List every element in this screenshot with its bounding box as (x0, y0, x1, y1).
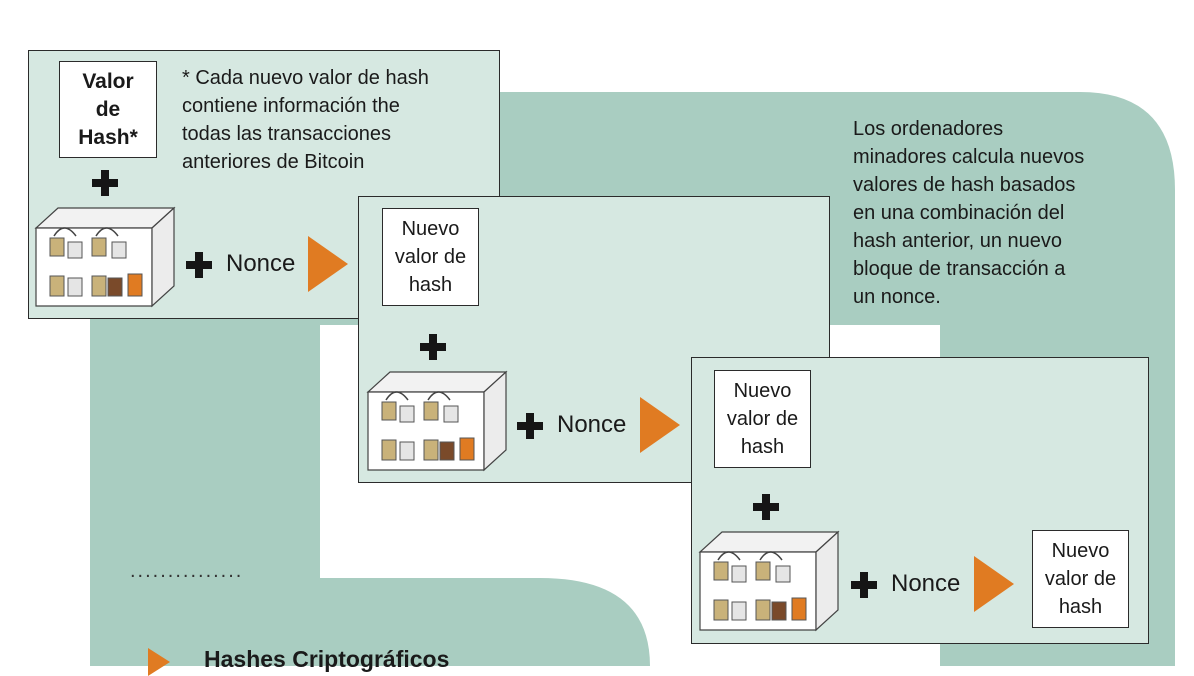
transaction-block-icon (698, 530, 840, 632)
new-hash-label: Nuevo valor de hash (1044, 540, 1117, 618)
initial-hash-label: Valor de Hash* (78, 69, 138, 149)
new-hash-box: Nuevo valor de hash (1032, 530, 1129, 628)
plus-icon (92, 170, 118, 196)
plus-icon (851, 572, 877, 598)
arrow-right-icon (308, 236, 348, 292)
arrow-right-icon (974, 556, 1014, 612)
transaction-block-icon (366, 370, 508, 472)
plus-icon (186, 252, 212, 278)
section-title: Hashes Criptográficos (204, 646, 450, 672)
plus-icon (517, 413, 543, 439)
teal-path-band (90, 92, 1175, 666)
new-hash-label: Nuevo valor de hash (726, 380, 799, 458)
nonce-label: Nonce (891, 570, 961, 597)
new-hash-box: Nuevo valor de hash (714, 370, 811, 468)
dotted-line: ............... (130, 560, 244, 582)
arrow-right-icon (640, 397, 680, 453)
new-hash-label: Nuevo valor de hash (394, 218, 467, 296)
plus-icon (420, 334, 446, 360)
initial-hash-box: Valor de Hash* (59, 61, 157, 158)
footnote-text: * Cada nuevo valor de hash contiene info… (182, 67, 429, 173)
nonce-label: Nonce (226, 250, 296, 277)
arrow-right-icon (148, 648, 170, 676)
new-hash-box: Nuevo valor de hash (382, 208, 479, 306)
plus-icon (753, 494, 779, 520)
nonce-label: Nonce (557, 411, 627, 438)
description-text: Los ordenadores minadores calcula nuevos… (853, 118, 1085, 308)
transaction-block-icon (34, 206, 176, 308)
